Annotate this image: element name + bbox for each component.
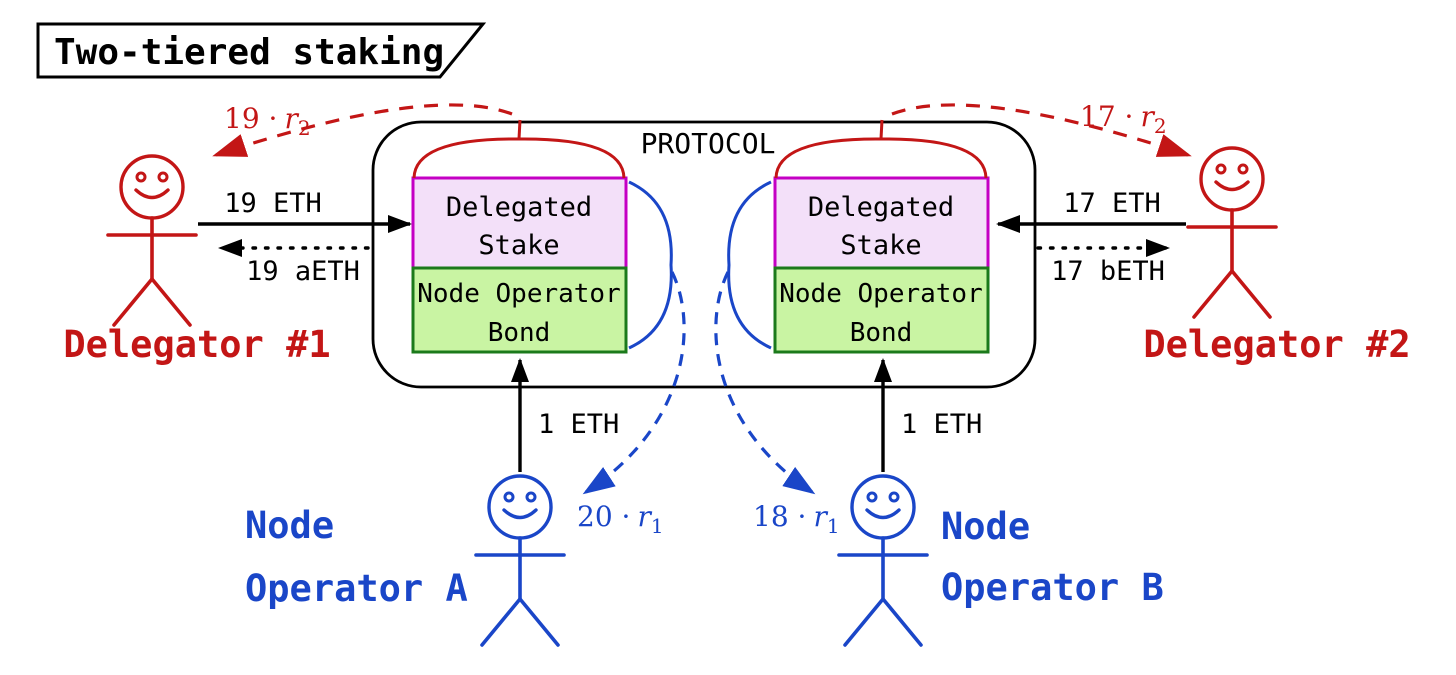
operatorA-reward-arrow: [582, 271, 686, 495]
operatorA-bond-label: 1 ETH: [538, 409, 619, 440]
title-banner-shape: [36, 22, 487, 79]
left-blue-brace: [628, 180, 673, 350]
operatorB-label-line1: Node: [941, 505, 1030, 548]
delegator1-reward-arrow: [212, 103, 513, 157]
person-icon: [474, 474, 566, 647]
right-bond-label-line1: Node Operator: [779, 279, 983, 309]
operatorB-label-line2: Operator B: [941, 566, 1164, 609]
protocol-border: [371, 120, 1037, 389]
diagram-title: Two-tiered staking: [54, 32, 444, 73]
delegator1-deposit-label: 19 ETH: [224, 188, 322, 219]
delegator1-deposit-flow: 19 ETH: [198, 188, 412, 233]
right-stack: Delegated Stake Node Operator Bond: [773, 176, 990, 354]
right-node-operator-bond-box: [773, 266, 990, 354]
operatorA-bond-flow: 1 ETH: [511, 358, 619, 472]
left-red-brace: [412, 119, 626, 179]
delegator2-reward-flow: 17 ·r2: [891, 100, 1192, 157]
operatorA-reward-label: 20 ·r1: [577, 500, 664, 538]
right-red-brace-tick: [879, 119, 884, 140]
operatorB-figure: Node Operator B: [837, 474, 1164, 647]
delegator1-receipt-label: 19 aETH: [246, 256, 360, 287]
delegator2-reward-arrow: [891, 103, 1192, 157]
operatorA-reward-flow: 20 ·r1: [577, 271, 686, 538]
title-banner: Two-tiered staking: [36, 22, 487, 79]
left-bond-label-line1: Node Operator: [417, 279, 621, 309]
right-stake-label-line2: Stake: [840, 230, 921, 261]
delegator1-figure: Delegator #1: [63, 154, 331, 366]
left-red-brace-curve: [412, 137, 626, 179]
left-node-operator-bond-box: [411, 266, 628, 354]
right-blue-brace: [727, 180, 772, 350]
left-stake-label-line1: Delegated: [446, 192, 592, 223]
right-bond-label-line2: Bond: [850, 318, 913, 348]
person-icon: [106, 154, 198, 327]
operatorA-label-line2: Operator A: [245, 567, 468, 610]
operatorB-bond-flow: 1 ETH: [874, 358, 982, 472]
delegator1-reward-flow: 19 ·r2: [212, 102, 513, 157]
operatorA-figure: Node Operator A: [245, 474, 566, 647]
operatorB-reward-flow: 18 ·r1: [714, 271, 840, 538]
operatorB-reward-arrow: [714, 271, 816, 495]
operatorB-bond-label: 1 ETH: [901, 409, 982, 440]
protocol-label: PROTOCOL: [641, 127, 776, 160]
right-red-brace-curve: [774, 137, 988, 179]
delegator1-reward-label: 19 ·r2: [224, 102, 311, 140]
protocol-box: PROTOCOL: [371, 120, 1037, 389]
right-red-brace: [774, 119, 988, 179]
delegator2-receipt-label: 17 bETH: [1051, 256, 1165, 287]
left-red-brace-tick: [517, 119, 522, 140]
delegator2-label: Delegator #2: [1143, 323, 1410, 366]
operatorA-label-line1: Node: [245, 504, 334, 547]
right-stake-label-line1: Delegated: [808, 192, 954, 223]
left-bond-label-line2: Bond: [488, 318, 551, 348]
delegator2-figure: Delegator #2: [1143, 146, 1411, 366]
left-stack: Delegated Stake Node Operator Bond: [411, 176, 628, 354]
delegator1-label: Delegator #1: [63, 323, 330, 366]
delegator2-receipt-flow: 17 bETH: [1036, 239, 1170, 287]
right-delegated-stake-box: [773, 176, 990, 270]
left-stake-label-line2: Stake: [478, 230, 559, 261]
delegator2-deposit-label: 17 ETH: [1063, 188, 1161, 219]
person-icon: [837, 474, 929, 647]
delegator1-receipt-flow: 19 aETH: [218, 239, 370, 287]
person-icon: [1186, 146, 1278, 319]
delegator2-deposit-flow: 17 ETH: [996, 188, 1186, 233]
operatorB-reward-label: 18 ·r1: [753, 500, 840, 538]
delegator2-reward-label: 17 ·r2: [1080, 100, 1167, 138]
